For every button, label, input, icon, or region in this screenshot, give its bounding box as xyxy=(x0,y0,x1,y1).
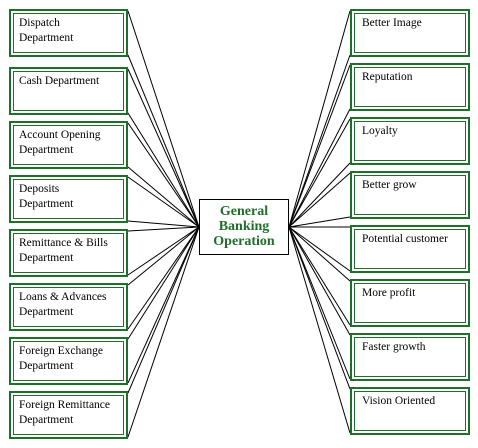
connector-line-left-7-1 xyxy=(127,226,200,438)
right-box-potential-customer: Potential customer xyxy=(350,225,470,273)
left-box-label: Foreign Remittance Department xyxy=(19,399,111,426)
right-box-vision-oriented: Vision Oriented xyxy=(350,387,470,435)
connector-line-right-5-0 xyxy=(288,226,351,282)
connector-line-left-3-0 xyxy=(127,176,200,228)
connector-line-right-4-1 xyxy=(288,226,351,272)
left-box-label: Account Opening Department xyxy=(19,129,101,156)
left-box-label: Cash Department xyxy=(19,75,100,87)
right-box-label: Potential customer xyxy=(362,233,448,245)
connector-line-left-5-0 xyxy=(127,226,200,286)
right-box-label: More profit xyxy=(362,287,416,299)
connector-line-right-3-0 xyxy=(288,172,351,228)
connector-line-right-3-1 xyxy=(288,216,351,228)
connector-line-left-4-0 xyxy=(127,226,200,232)
left-box-label: Dispatch Department xyxy=(19,17,74,44)
connector-line-right-5-1 xyxy=(288,226,351,326)
left-box-account-opening: Account Opening Department xyxy=(9,121,128,169)
left-box-dispatch: Dispatch Department xyxy=(9,9,128,57)
left-box-label: Remittance & Bills Department xyxy=(19,237,108,264)
right-box-label: Better Image xyxy=(362,17,422,29)
connector-line-right-1-0 xyxy=(288,64,351,228)
right-box-label: Loyalty xyxy=(362,125,398,137)
connector-line-right-2-1 xyxy=(288,162,351,228)
right-box-label: Better grow xyxy=(362,179,417,191)
connector-line-right-6-0 xyxy=(288,226,351,336)
connector-line-right-0-1 xyxy=(288,54,351,228)
connector-line-right-7-1 xyxy=(288,226,351,434)
left-box-loans-advances: Loans & Advances Department xyxy=(9,283,128,331)
connector-line-left-5-1 xyxy=(127,226,200,330)
right-box-reputation: Reputation xyxy=(350,63,470,111)
connector-line-left-3-1 xyxy=(127,220,200,228)
left-box-label: Loans & Advances Department xyxy=(19,291,107,318)
right-box-better-grow: Better grow xyxy=(350,171,470,219)
left-box-foreign-remittance: Foreign Remittance Department xyxy=(9,391,128,439)
right-box-label: Vision Oriented xyxy=(362,395,436,407)
connector-line-right-2-0 xyxy=(288,118,351,228)
right-box-better-image: Better Image xyxy=(350,9,470,57)
left-box-label: Deposits Department xyxy=(19,183,74,210)
center-box-label: General Banking Operation xyxy=(213,204,275,249)
connector-line-left-2-0 xyxy=(127,122,200,228)
connector-line-right-7-0 xyxy=(288,226,351,390)
connector-line-left-1-1 xyxy=(127,112,200,228)
connector-line-left-7-0 xyxy=(127,226,200,394)
right-box-faster-growth: Faster growth xyxy=(350,333,470,381)
connector-line-right-0-0 xyxy=(288,10,351,228)
connector-line-left-2-1 xyxy=(127,166,200,228)
connector-line-left-1-0 xyxy=(127,68,200,228)
left-box-cash: Cash Department xyxy=(9,67,128,115)
left-box-remittance-bills: Remittance & Bills Department xyxy=(9,229,128,277)
connector-line-left-6-0 xyxy=(127,226,200,340)
connector-line-left-0-0 xyxy=(127,10,200,228)
connector-line-left-6-1 xyxy=(127,226,200,384)
left-box-deposits: Deposits Department xyxy=(9,175,128,223)
right-box-label: Faster growth xyxy=(362,341,426,353)
right-box-label: Reputation xyxy=(362,71,413,83)
left-box-foreign-exchange: Foreign Exchange Department xyxy=(9,337,128,385)
connector-line-left-4-1 xyxy=(127,226,200,276)
center-box-general-banking: General Banking Operation xyxy=(199,199,289,255)
connector-line-right-1-1 xyxy=(288,108,351,228)
connector-line-right-6-1 xyxy=(288,226,351,380)
right-box-more-profit: More profit xyxy=(350,279,470,327)
connector-line-left-0-1 xyxy=(127,54,200,228)
left-box-label: Foreign Exchange Department xyxy=(19,345,103,372)
right-box-loyalty: Loyalty xyxy=(350,117,470,165)
